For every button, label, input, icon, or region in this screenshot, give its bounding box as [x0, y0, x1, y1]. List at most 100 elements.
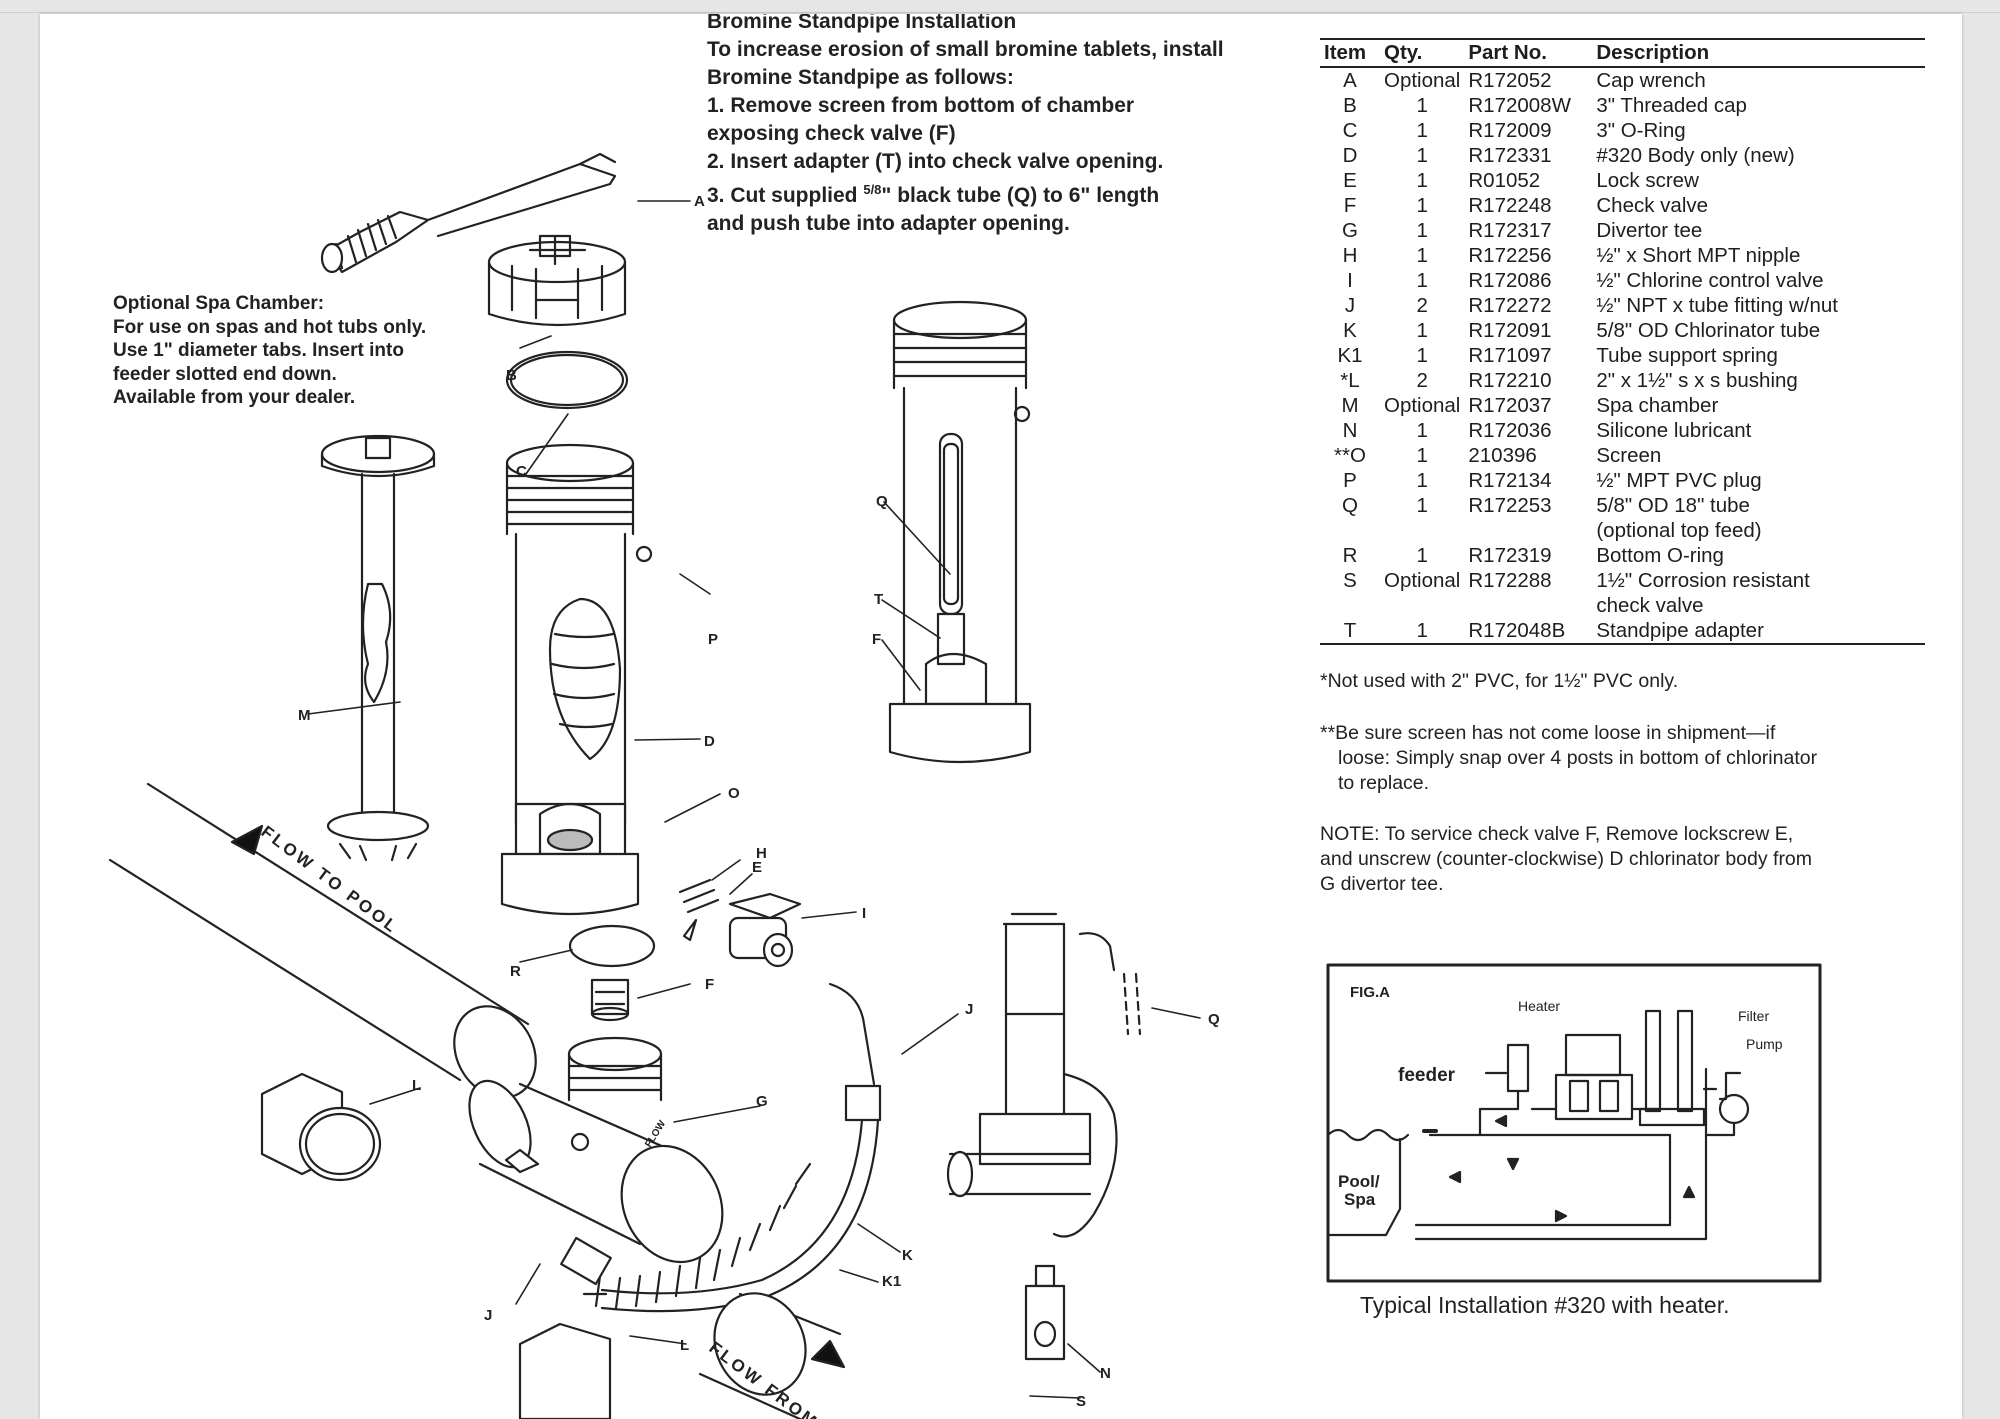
table-cell: [1380, 518, 1464, 543]
step-2: 2. Insert adapter (T) into check valve o…: [707, 150, 1164, 173]
table-cell: S: [1343, 569, 1357, 592]
table-cell: 1: [1416, 444, 1428, 467]
callout-label: I: [862, 905, 866, 922]
callout-label: R: [510, 963, 521, 980]
table-cell: 3" O-Ring: [1596, 119, 1686, 142]
note-line: G divertor tee.: [1320, 873, 1444, 895]
spa-label: Spa: [1344, 1190, 1376, 1209]
silicone-lubricant: [1024, 1264, 1066, 1361]
table-cell: R172253: [1468, 494, 1552, 517]
table-cell: A: [1343, 69, 1357, 92]
callout-label: L: [412, 1077, 421, 1094]
table-cell: [1380, 593, 1464, 618]
table-cell: 1: [1416, 344, 1428, 367]
table-row: check valve: [1320, 593, 1925, 618]
table-cell: K: [1343, 319, 1357, 342]
table-cell: E: [1343, 169, 1357, 192]
table-cell: R01052: [1468, 169, 1541, 192]
callout-label: B: [506, 367, 517, 384]
bushing: [260, 1072, 382, 1182]
callout-label: K: [902, 1247, 913, 1264]
table-cell: 1: [1416, 469, 1428, 492]
lock-screw: [682, 918, 698, 942]
table-cell: Bottom O-ring: [1596, 544, 1724, 567]
table-cell: R172331: [1468, 144, 1552, 167]
check-valve: [590, 978, 630, 1022]
note-line: to replace.: [1338, 772, 1430, 794]
table-cell: ½" MPT PVC plug: [1596, 469, 1762, 492]
cap-wrench: [320, 152, 617, 274]
callout-label: F: [872, 631, 881, 648]
note-not-used: *Not used with 2" PVC, for 1½" PVC only.: [1320, 670, 1679, 692]
table-cell: R172134: [1468, 469, 1552, 492]
table-cell: R172319: [1468, 544, 1552, 567]
table-cell: R172210: [1468, 369, 1552, 392]
table-cell: R172048B: [1464, 618, 1593, 645]
callout-label: C: [516, 463, 527, 480]
table-cell: 5/8" OD Chlorinator tube: [1596, 319, 1821, 342]
table-cell: **O: [1334, 444, 1366, 467]
table-cell: 1: [1416, 194, 1428, 217]
spa-note-line: Optional Spa Chamber:: [113, 293, 325, 314]
step-3b: and push tube into adapter opening.: [707, 212, 1070, 235]
leader-lines: [307, 200, 1201, 1399]
table-cell: I: [1347, 269, 1353, 292]
table-cell: 1: [1416, 94, 1428, 117]
table-cell: Standpipe adapter: [1592, 618, 1925, 645]
spa-note-line: Use 1" diameter tabs. Insert into: [113, 340, 404, 361]
figure-a: FIG.A Heater Filter Pump feeder Pool/ Sp…: [1326, 963, 1822, 1283]
figure-tag: FIG.A: [1350, 984, 1390, 1001]
corrosion-resistant-check-valve: [698, 1292, 846, 1419]
heater-label: Heater: [1518, 998, 1560, 1014]
callout-label: P: [708, 631, 718, 648]
pool-pipe: [108, 782, 537, 1099]
o-ring: [505, 350, 629, 410]
table-cell: K1: [1337, 344, 1363, 367]
table-cell: F: [1343, 194, 1357, 217]
callout-label: S: [1076, 1393, 1086, 1410]
table-cell: *L: [1340, 369, 1360, 392]
table-cell: G: [1342, 219, 1358, 242]
table-cell: 1: [1416, 544, 1428, 567]
document-page: Bromine Standpipe Installation To increa…: [40, 14, 1962, 1419]
note-service: NOTE: To service check valve F, Remove l…: [1320, 822, 1812, 897]
short-nipple: [678, 878, 720, 914]
table-cell: R172091: [1468, 319, 1552, 342]
spa-chamber: [320, 434, 436, 862]
standpipe-title: Bromine Standpipe Installation: [707, 14, 1017, 33]
table-cell: Divertor tee: [1596, 219, 1703, 242]
table-cell: R172272: [1468, 294, 1552, 317]
pump-label: Pump: [1746, 1036, 1783, 1052]
table-cell: 1: [1416, 244, 1428, 267]
note-line: loose: Simply snap over 4 posts in botto…: [1338, 747, 1818, 769]
column-header: Description: [1592, 38, 1925, 68]
table-cell: R172036: [1468, 419, 1552, 442]
spa-note-line: Available from your dealer.: [113, 387, 356, 408]
table-cell: R171097: [1468, 344, 1552, 367]
table-cell: Spa chamber: [1596, 394, 1719, 417]
table-cell: 1: [1416, 119, 1428, 142]
spa-chamber-note: Optional Spa Chamber: For use on spas an…: [113, 292, 473, 410]
table-row: K 1 R172091 5/8" OD Chlorinator tube: [1320, 318, 1925, 343]
table-cell: Optional: [1384, 569, 1461, 592]
table-cell: R172086: [1468, 269, 1552, 292]
table-cell: R172037: [1468, 394, 1552, 417]
table-cell: R172248: [1468, 194, 1552, 217]
table-cell: Lock screw: [1596, 169, 1699, 192]
control-valve: [728, 892, 802, 968]
table-cell: 1: [1380, 618, 1465, 645]
tube-fittings: [504, 982, 882, 1313]
callout-label: E: [752, 859, 762, 876]
table-cell: 1: [1416, 319, 1428, 342]
callout-label: F: [705, 976, 714, 993]
table-cell: 2: [1416, 369, 1428, 392]
